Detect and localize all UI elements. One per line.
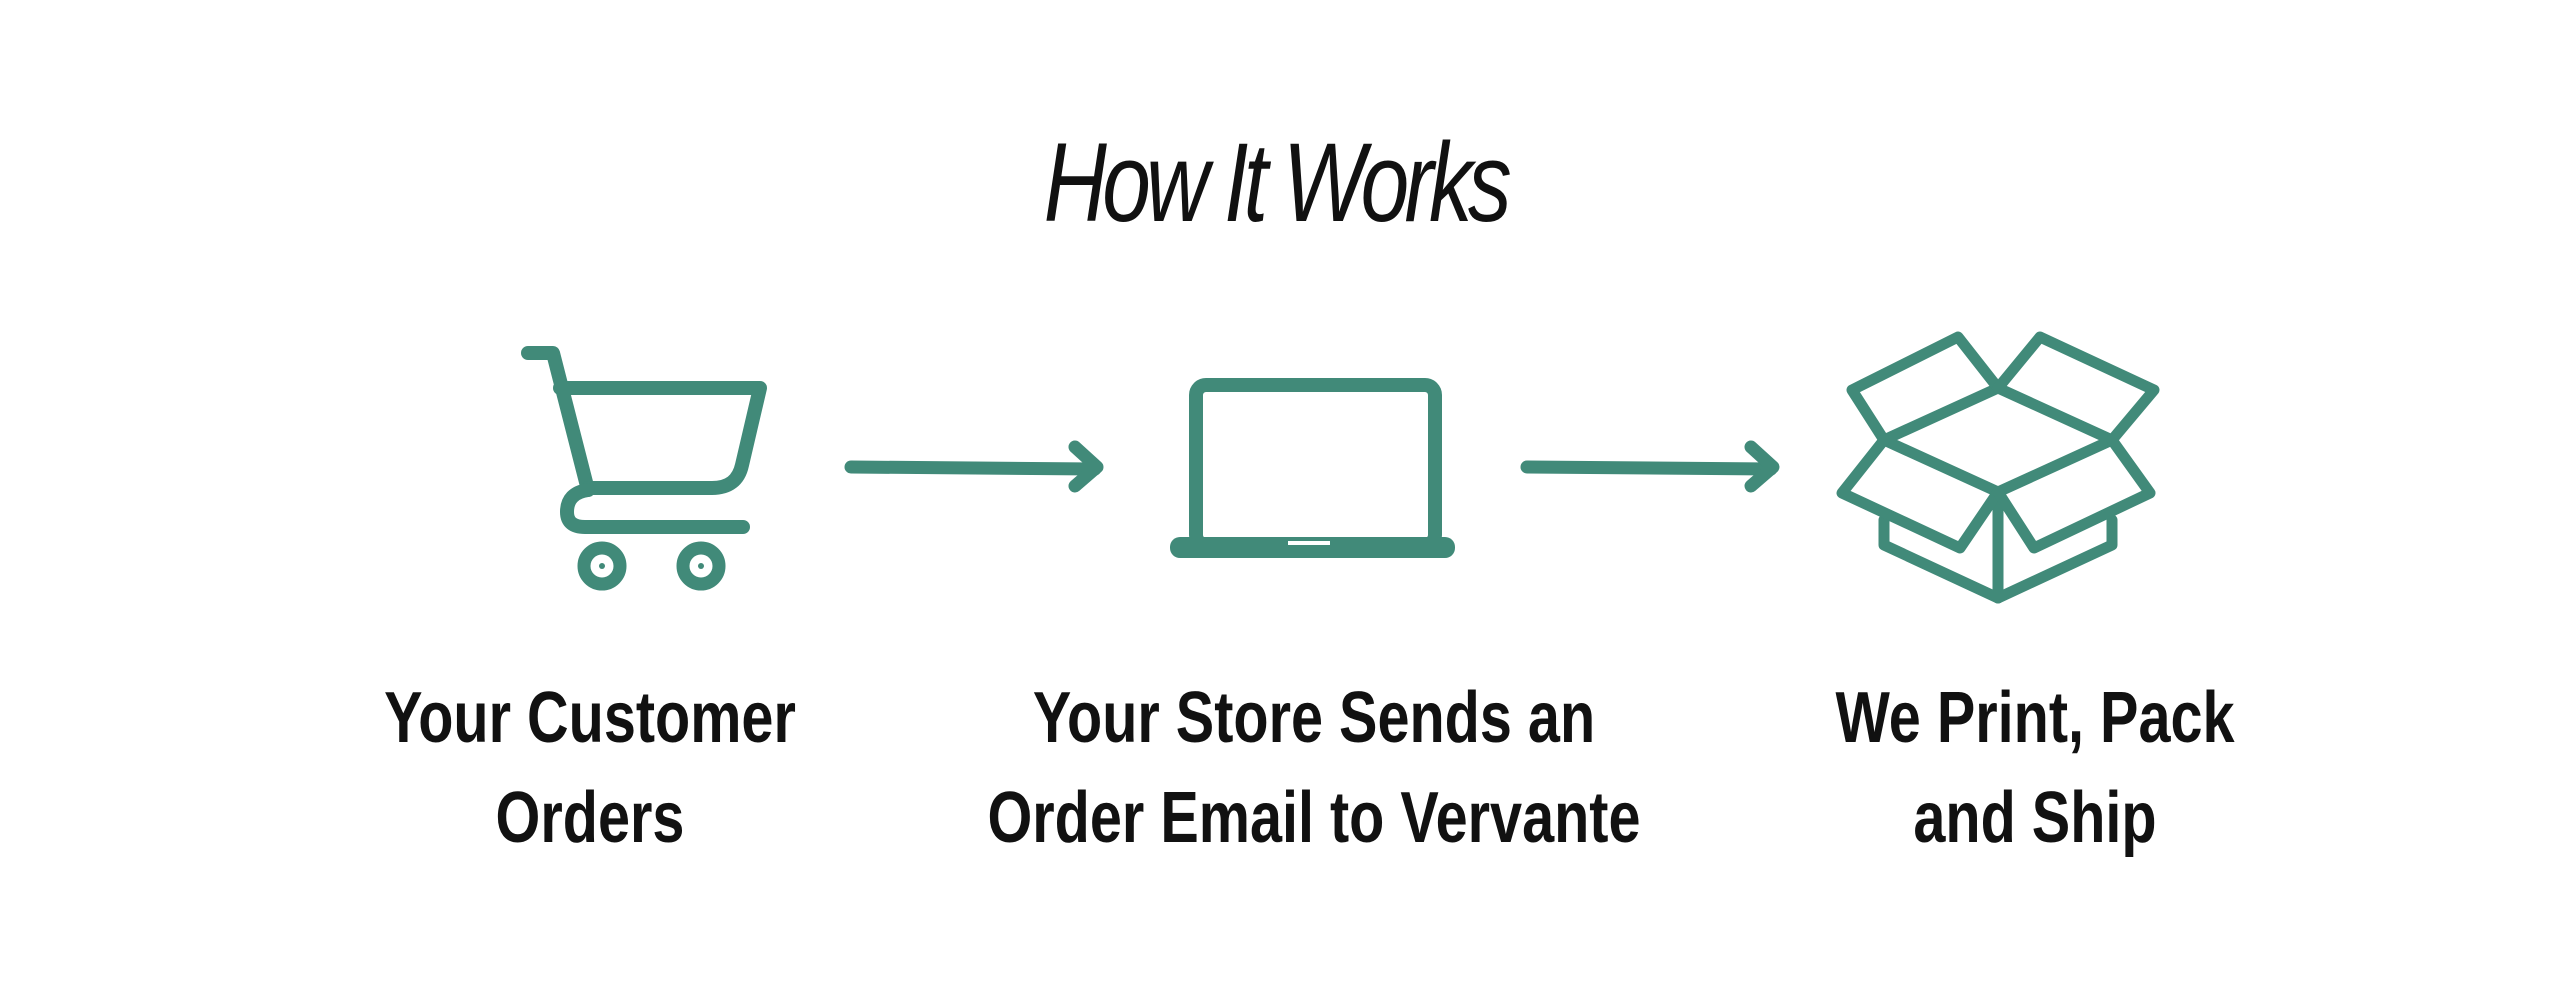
step-label-line: We Print, Pack bbox=[1835, 678, 2235, 758]
step-label-print-pack-ship: We Print, Pack and Ship bbox=[1795, 668, 2275, 868]
step-label-customer-orders: Your Customer Orders bbox=[350, 668, 830, 868]
step-label-line: and Ship bbox=[1913, 778, 2157, 858]
step-label-store-sends-email: Your Store Sends an Order Email to Verva… bbox=[986, 668, 1642, 868]
step-label-line: Your Store Sends an bbox=[1032, 678, 1596, 758]
page-title: How It Works bbox=[1043, 120, 1512, 245]
step-label-line: Order Email to Vervante bbox=[987, 778, 1641, 858]
step-label-line: Orders bbox=[495, 778, 685, 858]
step-label-line: Your Customer bbox=[384, 678, 796, 758]
